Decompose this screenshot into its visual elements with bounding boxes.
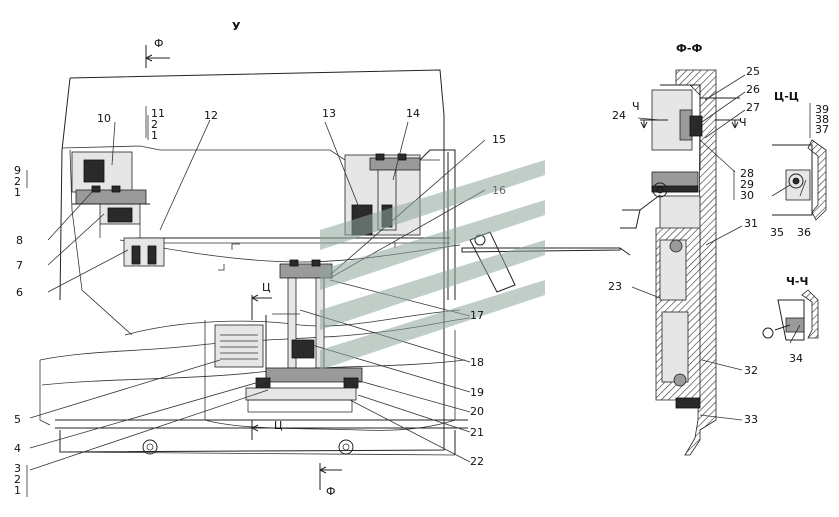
cut-f-bottom-label: Ф <box>326 485 336 498</box>
watermark-logo-icon <box>320 160 545 370</box>
section-tsts-title: Ц-Ц <box>774 90 799 103</box>
section-chch-view <box>762 289 819 344</box>
callout-1: 1 <box>14 484 21 497</box>
callout-11: 11 <box>151 107 165 120</box>
callout-1: 1 <box>14 186 21 199</box>
callout-22: 22 <box>470 455 484 468</box>
callout-13: 13 <box>322 107 336 120</box>
cut-ts-upper-label: Ц <box>262 281 271 294</box>
callout-10: 10 <box>97 112 111 125</box>
callout-29: 29 <box>740 178 754 191</box>
callout-30: 30 <box>740 189 754 202</box>
callout-34: 34 <box>789 352 803 365</box>
callout-2: 2 <box>14 473 21 486</box>
section-ff-title: Ф-Ф <box>676 42 703 55</box>
callout-27: 27 <box>746 101 760 114</box>
view-u-label: У <box>232 20 241 33</box>
main-view <box>26 45 631 497</box>
callout-3: 3 <box>14 462 21 475</box>
callout-1: 1 <box>151 129 158 142</box>
cut-ch-right-label: Ч <box>739 116 747 129</box>
callout-8: 8 <box>16 234 23 247</box>
callout-4: 4 <box>14 442 21 455</box>
section-ff-view <box>620 69 746 456</box>
callout-17: 17 <box>470 309 484 322</box>
callout-2: 2 <box>14 175 21 188</box>
section-chch-title: Ч-Ч <box>786 275 809 288</box>
callout-32: 32 <box>744 364 758 377</box>
callout-20: 20 <box>470 405 484 418</box>
callout-39: 39 <box>815 103 829 116</box>
cut-ch-left-label: Ч <box>632 100 640 113</box>
callout-2: 2 <box>151 118 158 131</box>
callout-36: 36 <box>797 226 811 239</box>
callout-33: 33 <box>744 413 758 426</box>
callout-35: 35 <box>770 226 784 239</box>
cut-f-top-label: Ф <box>154 37 164 50</box>
callout-15: 15 <box>492 133 506 146</box>
callout-37: 37 <box>815 123 829 136</box>
callout-38: 38 <box>815 113 829 126</box>
callout-21: 21 <box>470 426 484 439</box>
callout-31: 31 <box>744 217 758 230</box>
callout-26: 26 <box>746 83 760 96</box>
callout-16: 16 <box>492 184 506 197</box>
callout-9: 9 <box>14 164 21 177</box>
callout-6: 6 <box>16 286 23 299</box>
callout-18: 18 <box>470 356 484 369</box>
cut-ts-lower-label: Ц <box>274 419 283 432</box>
callout-24: 24 <box>612 109 626 122</box>
callout-12: 12 <box>204 109 218 122</box>
callout-14: 14 <box>406 107 420 120</box>
callout-28: 28 <box>740 167 754 180</box>
callout-5: 5 <box>14 413 21 426</box>
callout-23: 23 <box>608 280 622 293</box>
section-tsts-view <box>771 103 827 221</box>
callout-19: 19 <box>470 386 484 399</box>
callout-7: 7 <box>16 259 23 272</box>
callout-25: 25 <box>746 65 760 78</box>
